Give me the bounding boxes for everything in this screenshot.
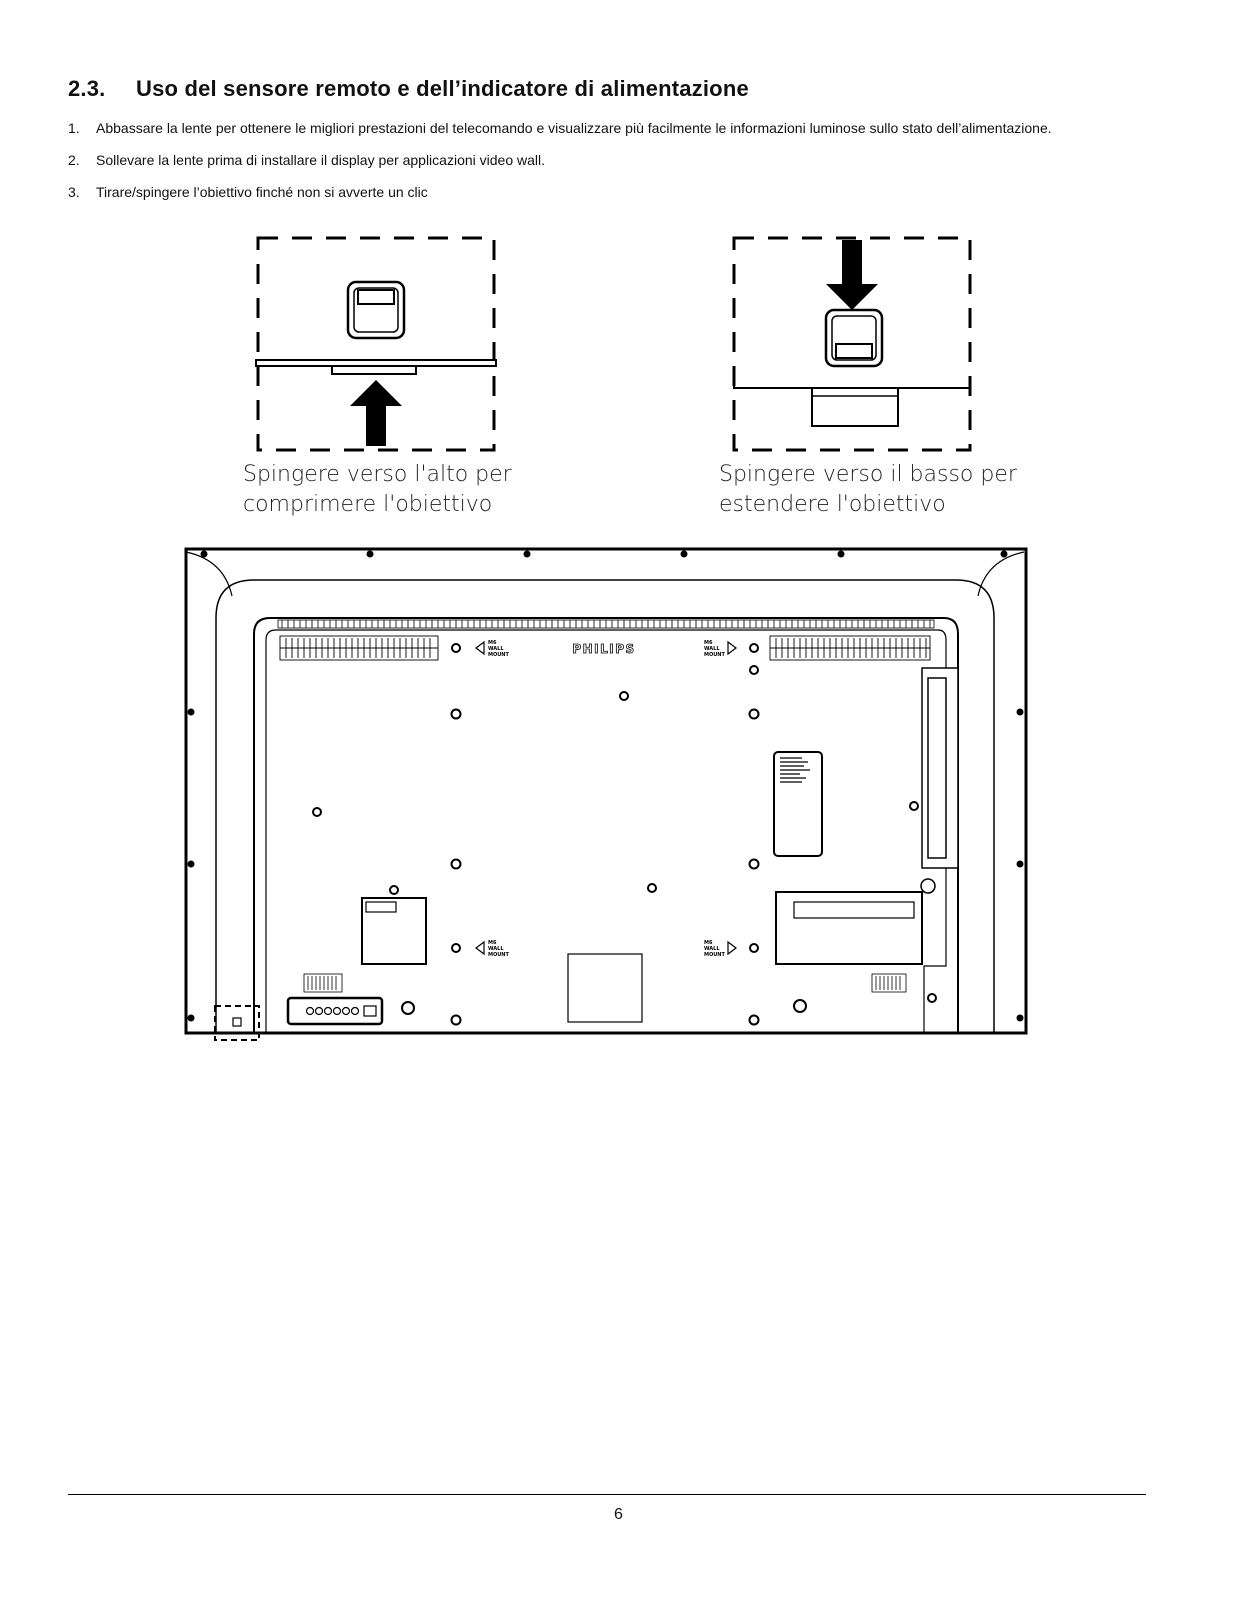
step-number: 3. <box>68 184 80 200</box>
rating-label <box>773 751 823 857</box>
instruction-step: 3. Tirare/spingere l’obiettivo finché non… <box>68 182 1146 202</box>
connector-cover <box>361 897 427 965</box>
step-text: Abbassare la lente per ottenere le migli… <box>96 120 1052 136</box>
lens-extend-figure <box>732 236 972 452</box>
svg-text:M6: M6 <box>704 940 713 946</box>
vesa-label-top-right: M6 WALL MOUNT <box>704 640 737 658</box>
left-caption-line: Spingere verso l'alto per <box>243 462 512 487</box>
instruction-list: 1. Abbassare la lente per ottenere le mig… <box>68 118 1146 214</box>
bezel-edge <box>255 359 497 375</box>
section-number: 2.3. <box>68 76 106 101</box>
svg-text:M6: M6 <box>488 940 497 946</box>
step-number: 1. <box>68 120 80 136</box>
svg-text:MOUNT: MOUNT <box>704 652 725 658</box>
vesa-label-bottom-left: M6 WALL MOUNT <box>475 940 509 958</box>
power-compartment <box>775 891 923 965</box>
footer-rule <box>68 1494 1146 1495</box>
section-heading: 2.3. Uso del sensore remoto e dell’indica… <box>68 76 749 102</box>
left-caption-line: comprimere l'obiettivo <box>243 492 493 517</box>
svg-text:WALL: WALL <box>488 646 504 652</box>
rear-panel-diagram: PHILIPS M6 WALL MOUNT M6 WALL MOUNT M6 W… <box>184 547 1028 1041</box>
section-title: Uso del sensore remoto e dell’indicatore… <box>136 76 749 101</box>
vesa-label-bottom-right: M6 WALL MOUNT <box>704 940 737 958</box>
instruction-step: 1. Abbassare la lente per ottenere le mig… <box>68 118 1146 138</box>
top-vent <box>277 619 935 629</box>
vesa-label-top-left: M6 WALL MOUNT <box>475 640 509 658</box>
svg-text:M6: M6 <box>488 640 497 646</box>
page-number: 6 <box>614 1506 623 1523</box>
lens-retract-figure <box>255 236 497 452</box>
step-text: Sollevare la lente prima di installare i… <box>96 152 546 168</box>
lens-module-icon <box>346 280 406 340</box>
frame-mount-points <box>187 550 1024 1022</box>
side-io-panel <box>920 667 959 894</box>
right-caption: Spingere verso il basso per estendere l'… <box>719 460 1017 520</box>
svg-text:MOUNT: MOUNT <box>488 952 509 958</box>
screw-holes <box>312 643 937 1026</box>
step-number: 2. <box>68 152 80 168</box>
back-cover <box>253 617 959 1033</box>
right-vent-grille <box>769 635 931 661</box>
left-vent-grille <box>279 635 439 661</box>
right-caption-line: Spingere verso il basso per <box>719 462 1017 487</box>
svg-text:M6: M6 <box>704 640 713 646</box>
svg-text:WALL: WALL <box>704 646 720 652</box>
bezel-edge <box>733 380 971 427</box>
step-text: Tirare/spingere l’obiettivo finché non s… <box>96 184 428 200</box>
remote-sensor-highlight <box>214 1005 260 1041</box>
svg-text:WALL: WALL <box>488 946 504 952</box>
instruction-step: 2. Sollevare la lente prima di installare… <box>68 150 1146 170</box>
right-caption-line: estendere l'obiettivo <box>719 492 946 517</box>
control-buttons <box>286 996 384 1026</box>
svg-text:MOUNT: MOUNT <box>704 952 725 958</box>
svg-text:MOUNT: MOUNT <box>488 652 509 658</box>
small-vent <box>303 973 907 993</box>
arrow-down-icon <box>826 240 878 310</box>
svg-text:WALL: WALL <box>704 946 720 952</box>
brand-logo: PHILIPS <box>572 642 635 656</box>
left-caption: Spingere verso l'alto per comprimere l'o… <box>243 460 512 520</box>
arrow-up-icon <box>350 380 402 446</box>
lens-module-icon <box>824 308 884 368</box>
center-label <box>567 953 643 1023</box>
